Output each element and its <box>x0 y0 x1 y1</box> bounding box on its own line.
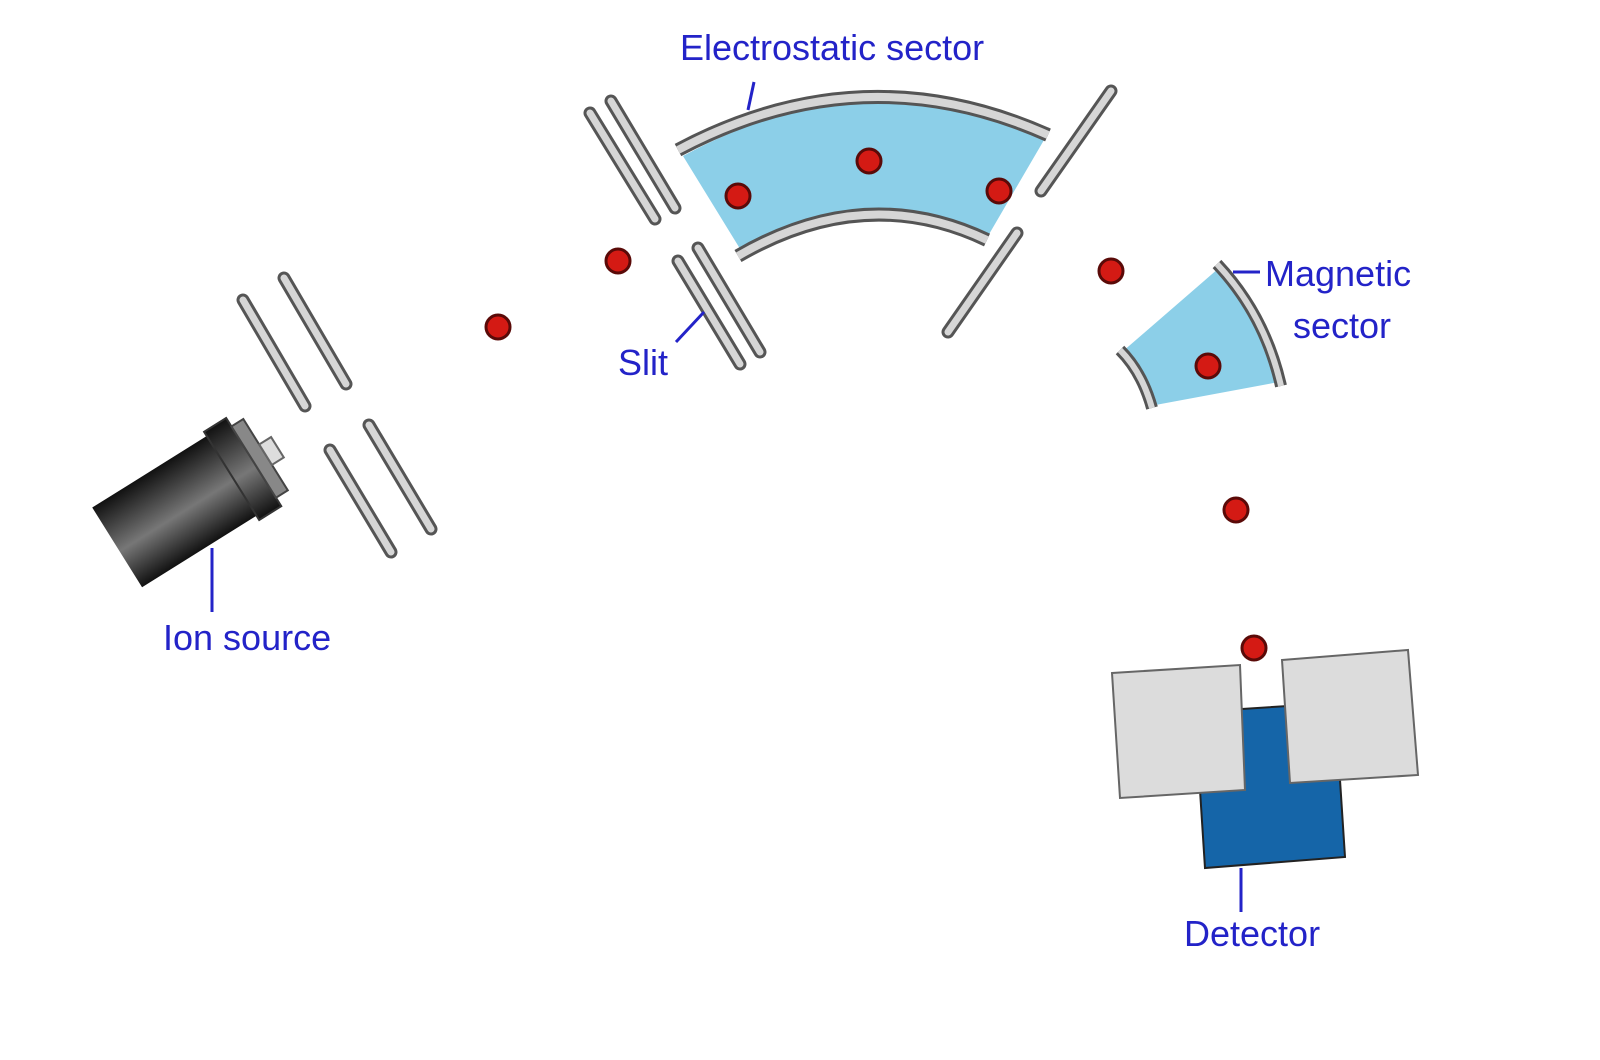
entrance-slit <box>583 94 767 371</box>
ion <box>1222 496 1250 524</box>
ion <box>1194 352 1222 380</box>
electrostatic-sector-label: Electrostatic sector <box>680 27 984 68</box>
slit-label: Slit <box>618 342 668 383</box>
magnetic-sector-label-2: sector <box>1293 305 1391 346</box>
source-slits <box>236 271 438 559</box>
electrostatic-leader <box>746 81 756 111</box>
exit-slit <box>941 84 1118 339</box>
magnetic-sector-label-1: Magnetic <box>1265 253 1411 294</box>
ion <box>604 247 632 275</box>
electrostatic-sector <box>674 89 1051 263</box>
ion <box>855 147 883 175</box>
ion <box>484 313 512 341</box>
detector <box>1110 648 1420 870</box>
ion <box>985 177 1013 205</box>
magnetic-sector <box>1115 259 1287 410</box>
slit-leader <box>674 310 706 344</box>
ion-source-label: Ion source <box>163 617 331 658</box>
ion-beam <box>484 147 1268 662</box>
ion-source <box>92 416 290 588</box>
ion <box>1240 634 1268 662</box>
ion <box>724 182 752 210</box>
ion <box>1097 257 1125 285</box>
detector-label: Detector <box>1184 913 1320 954</box>
